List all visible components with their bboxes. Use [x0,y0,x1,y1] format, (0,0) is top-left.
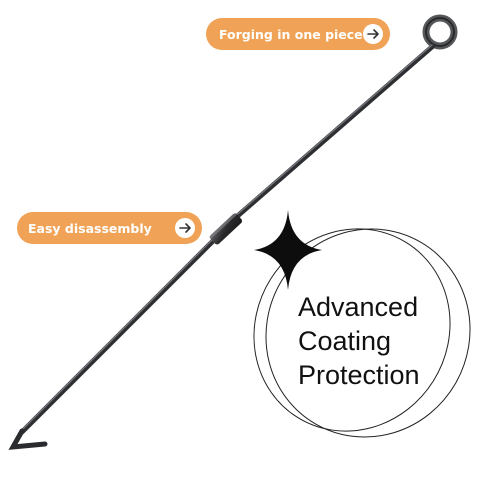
feature-badge-label: Forging in one piece [219,26,363,42]
arrow-right-icon [175,218,195,238]
hook-tip [8,428,48,450]
outline-ellipse [265,228,471,438]
headline-line: Protection [298,360,420,390]
coating-headline: Advanced Coating Protection [298,290,420,392]
rod-lower [19,229,225,435]
arrow-right-icon [363,24,383,44]
feature-badge-forging: Forging in one piece [206,18,390,50]
sparkle-icon [254,210,322,290]
rod-upper [223,43,436,229]
headline-line: Advanced [298,292,419,322]
connector-sleeve [209,212,243,245]
outline-ellipse [253,228,451,432]
feature-badge-label: Easy disassembly [28,220,152,236]
headline-line: Coating [298,326,392,356]
feature-badge-disassembly: Easy disassembly [17,212,202,244]
